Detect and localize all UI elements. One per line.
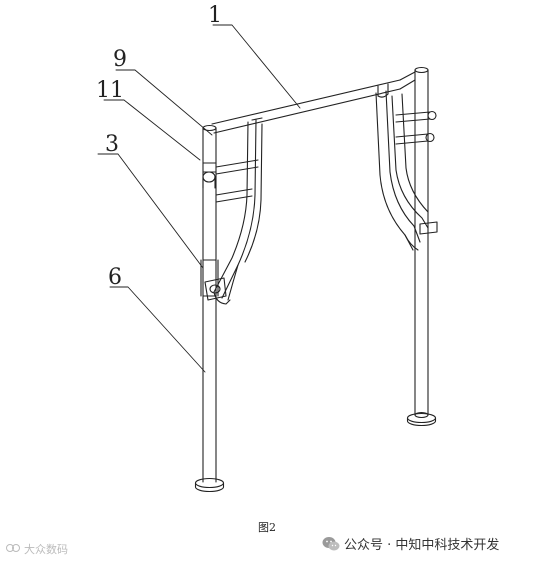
left-runners — [213, 117, 263, 305]
label-1: 1 — [208, 3, 222, 28]
right-top-coupler — [377, 83, 389, 98]
label-9: 9 — [113, 47, 127, 72]
right-runners — [375, 90, 429, 251]
label-11: 11 — [96, 78, 124, 103]
label-3: 3 — [105, 132, 119, 157]
brand-text: 公众号 · 中知中科技术开发 — [344, 538, 500, 553]
watermark-logo-icon — [6, 542, 22, 557]
brand-footer: 公众号 · 中知中科技术开发 — [322, 534, 499, 553]
label-6: 6 — [108, 265, 122, 290]
top-bar — [211, 71, 416, 134]
leader-lines — [97, 24, 301, 373]
left-lower-clamp — [204, 277, 227, 301]
figure-caption: 图2 — [258, 521, 276, 534]
watermark-text: 大众数码 — [24, 543, 68, 556]
left-coupler-stub — [202, 171, 216, 189]
wechat-icon — [322, 536, 340, 552]
left-rungs — [215, 159, 259, 203]
right-rungs — [395, 110, 438, 235]
watermark: 大众数码 — [6, 541, 68, 557]
right-post — [406, 66, 437, 427]
left-post — [194, 124, 225, 493]
